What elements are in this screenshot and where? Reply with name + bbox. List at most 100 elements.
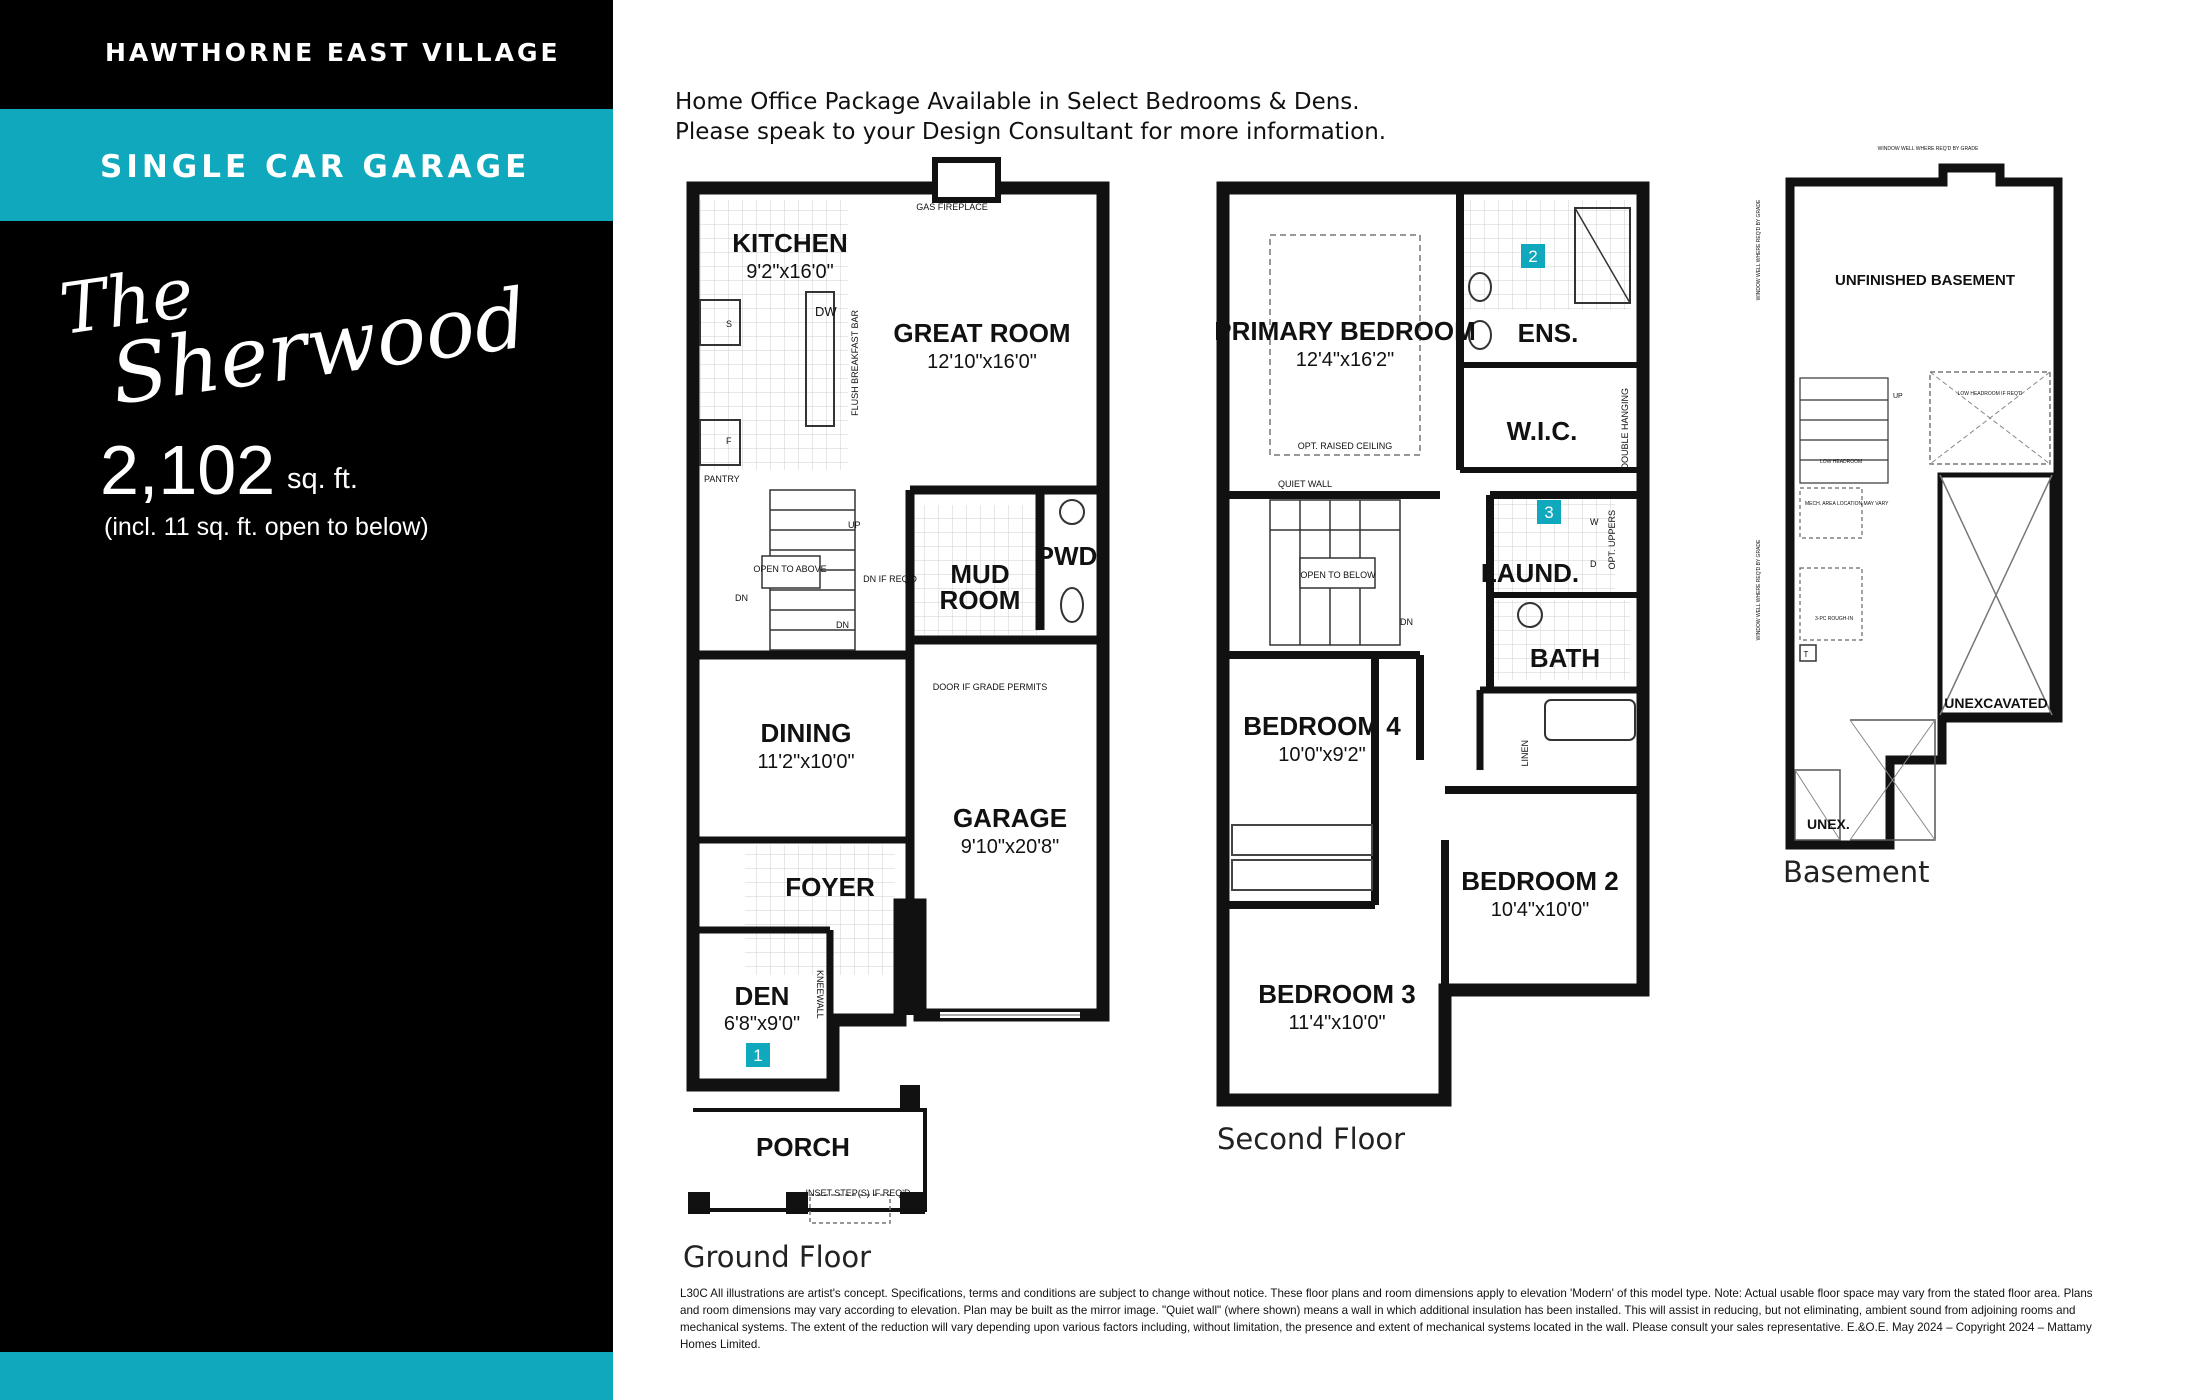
kitchen-island: [805, 291, 835, 427]
opt-raised-ceiling-outline: [1269, 234, 1421, 456]
unexcavated-label: UNEXCAVATED: [1944, 695, 2047, 711]
footer-band: [0, 1352, 613, 1400]
fridge: [699, 419, 741, 466]
mech-area-outline: [1799, 487, 1863, 539]
garage-type: SINGLE CAR GARAGE: [100, 149, 531, 185]
home-office-badge-1: [746, 1043, 770, 1067]
home-office-note-line2: Please speak to your Design Consultant f…: [675, 119, 1387, 145]
primary-bedroom-name: PRIMARY BEDROOM: [1214, 316, 1475, 346]
ground-floor-plan: KITCHEN 9'2"x16'0" GREAT ROOM 12'10"x16'…: [686, 157, 1110, 1224]
sink: [699, 299, 741, 346]
home-office-badge-1-label: 1: [753, 1046, 762, 1065]
stair-dn-label: DN: [735, 593, 748, 603]
home-office-note-line1: Home Office Package Available in Select …: [675, 89, 1360, 115]
opt-raised-ceiling-label: OPT. RAISED CEILING: [1298, 441, 1393, 451]
bedroom3-closet: [1231, 859, 1373, 891]
ground-outer-wall: [686, 181, 1110, 1092]
tank-box: [1799, 644, 1817, 662]
basement-stairs: [1799, 377, 1889, 484]
bedroom4-dim: 10'0"x9'2": [1278, 744, 1365, 766]
bedroom3-dim: 11'4"x10'0": [1288, 1012, 1385, 1034]
porch-column: [900, 1085, 920, 1110]
community-name: HAWTHORNE EAST VILLAGE: [105, 38, 561, 67]
ensuite-shower: [1574, 207, 1631, 304]
window-well-top-label: WINDOW WELL WHERE REQ'D BY GRADE: [1878, 146, 1979, 152]
second-stairs: [1269, 499, 1401, 646]
garage-dim: 9'10"x20'8": [961, 836, 1060, 858]
square-footage-note: (incl. 11 sq. ft. open to below): [104, 513, 429, 541]
bath-name: BATH: [1530, 643, 1600, 673]
kitchen-dim: 9'2"x16'0": [746, 261, 833, 283]
dishwasher-label: DW: [815, 304, 837, 319]
low-headroom-cross: [1929, 371, 2051, 465]
mudroom-tile: [910, 505, 1040, 635]
disclaimer: L30C All illustrations are artist's conc…: [680, 1287, 2093, 1351]
door-if-grade-label: DOOR IF GRADE PERMITS: [933, 682, 1048, 692]
dryer-label: D: [1590, 559, 1597, 569]
ground-stairs: [761, 489, 856, 651]
pantry-label: PANTRY: [704, 474, 740, 484]
bath-tile: [1490, 600, 1630, 680]
stair-up-label: UP: [848, 520, 861, 530]
ensuite-name: ENS.: [1518, 318, 1579, 348]
window-well-side2-label: WINDOW WELL WHERE REQ'D BY GRADE: [1756, 539, 1762, 640]
basement-plan: UNFINISHED BASEMENT UNEXCAVATED UNEX. WI…: [1756, 146, 2063, 850]
unfinished-basement-label: UNFINISHED BASEMENT: [1835, 272, 2015, 289]
mud-room-name-1: MUD: [950, 559, 1009, 589]
unex-cross: [1794, 769, 1841, 841]
linen-label: LINEN: [1520, 740, 1530, 767]
unexcavated-cross: [1939, 474, 2053, 716]
rough-in-outline: [1799, 567, 1863, 641]
washer-label: W: [1590, 517, 1599, 527]
laundry-name: LAUND.: [1481, 558, 1579, 588]
dining-dim: 11'2"x10'0": [757, 751, 854, 773]
bath-sink-icon: [1517, 602, 1543, 628]
gas-fireplace-label: GAS FIREPLACE: [916, 202, 988, 212]
opt-uppers-label: OPT. UPPERS: [1607, 510, 1617, 570]
great-room-dim: 12'10"x16'0": [927, 351, 1037, 373]
wic-name: W.I.C.: [1507, 416, 1578, 446]
low-headroom-label: LOW HEADROOM: [1820, 459, 1862, 465]
kneewall-label: KNEEWALL: [815, 970, 825, 1019]
second-floor-label: Second Floor: [1217, 1122, 1405, 1156]
inset-steps-label: INSET STEP(S) IF REQ'D: [805, 1188, 911, 1198]
low-headroom-if-reqd-label: LOW HEADROOM IF REQ'D: [1958, 391, 2023, 397]
ensuite-sink-icon: [1468, 272, 1492, 302]
garage-type-band: SINGLE CAR GARAGE: [0, 109, 613, 221]
pwd-sink-icon: [1059, 499, 1085, 525]
pwd-toilet-icon: [1060, 587, 1084, 623]
unex-label: UNEX.: [1807, 816, 1850, 832]
home-office-badge-3-label: 3: [1544, 503, 1553, 522]
open-to-above-label: OPEN TO ABOVE: [753, 564, 826, 574]
unex-cross: [1849, 719, 1936, 841]
basement-outer-wall: [1785, 163, 2063, 850]
bedroom2-dim: 10'4"x10'0": [1491, 899, 1590, 921]
home-office-badge-2: [1521, 244, 1545, 268]
ensuite-sink-icon: [1468, 320, 1492, 350]
foyer-tile: [745, 845, 895, 975]
den-dim: 6'8"x9'0": [724, 1013, 800, 1035]
home-office-badge-3: [1537, 500, 1561, 524]
bedroom4-name: BEDROOM 4: [1243, 711, 1401, 741]
stair-dn-label-2: DN: [836, 620, 849, 630]
flush-bar-label: FLUSH BREAKFAST BAR: [850, 310, 860, 416]
dining-name: DINING: [761, 718, 852, 748]
fridge-label: F: [726, 436, 732, 446]
second-floor-plan: PRIMARY BEDROOM 12'4"x16'2" OPT. RAISED …: [1214, 181, 1650, 1107]
quiet-wall-label: QUIET WALL: [1278, 479, 1332, 489]
sidebar: HAWTHORNE EAST VILLAGE SINGLE CAR GARAGE…: [0, 0, 613, 1400]
second-stair-dn-label: DN: [1400, 617, 1413, 627]
porch-name: PORCH: [756, 1132, 850, 1162]
basement-label: Basement: [1783, 855, 1929, 889]
tank-label: T: [1804, 650, 1809, 659]
gas-fireplace-icon: [932, 157, 1001, 203]
bedroom2-name: BEDROOM 2: [1461, 866, 1618, 896]
bedroom4-closet: [1231, 824, 1373, 856]
ensuite-shower-drain: [1574, 207, 1631, 304]
dn-if-reqd-label: DN IF REQ'D: [863, 574, 917, 584]
porch-column: [688, 1192, 710, 1214]
home-office-note: Home Office Package Available in Select …: [675, 87, 1386, 147]
mud-room-name-2: ROOM: [940, 585, 1021, 615]
ground-floor-label: Ground Floor: [683, 1240, 871, 1274]
den-name: DEN: [735, 981, 790, 1011]
